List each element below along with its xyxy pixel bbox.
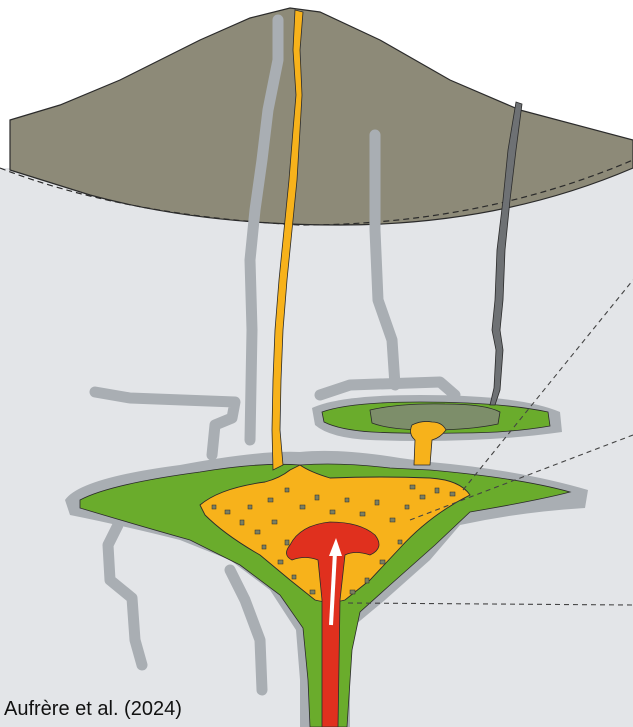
figure-credit: Aufrère et al. (2024) [4, 697, 182, 721]
volcano-edifice [10, 8, 633, 225]
